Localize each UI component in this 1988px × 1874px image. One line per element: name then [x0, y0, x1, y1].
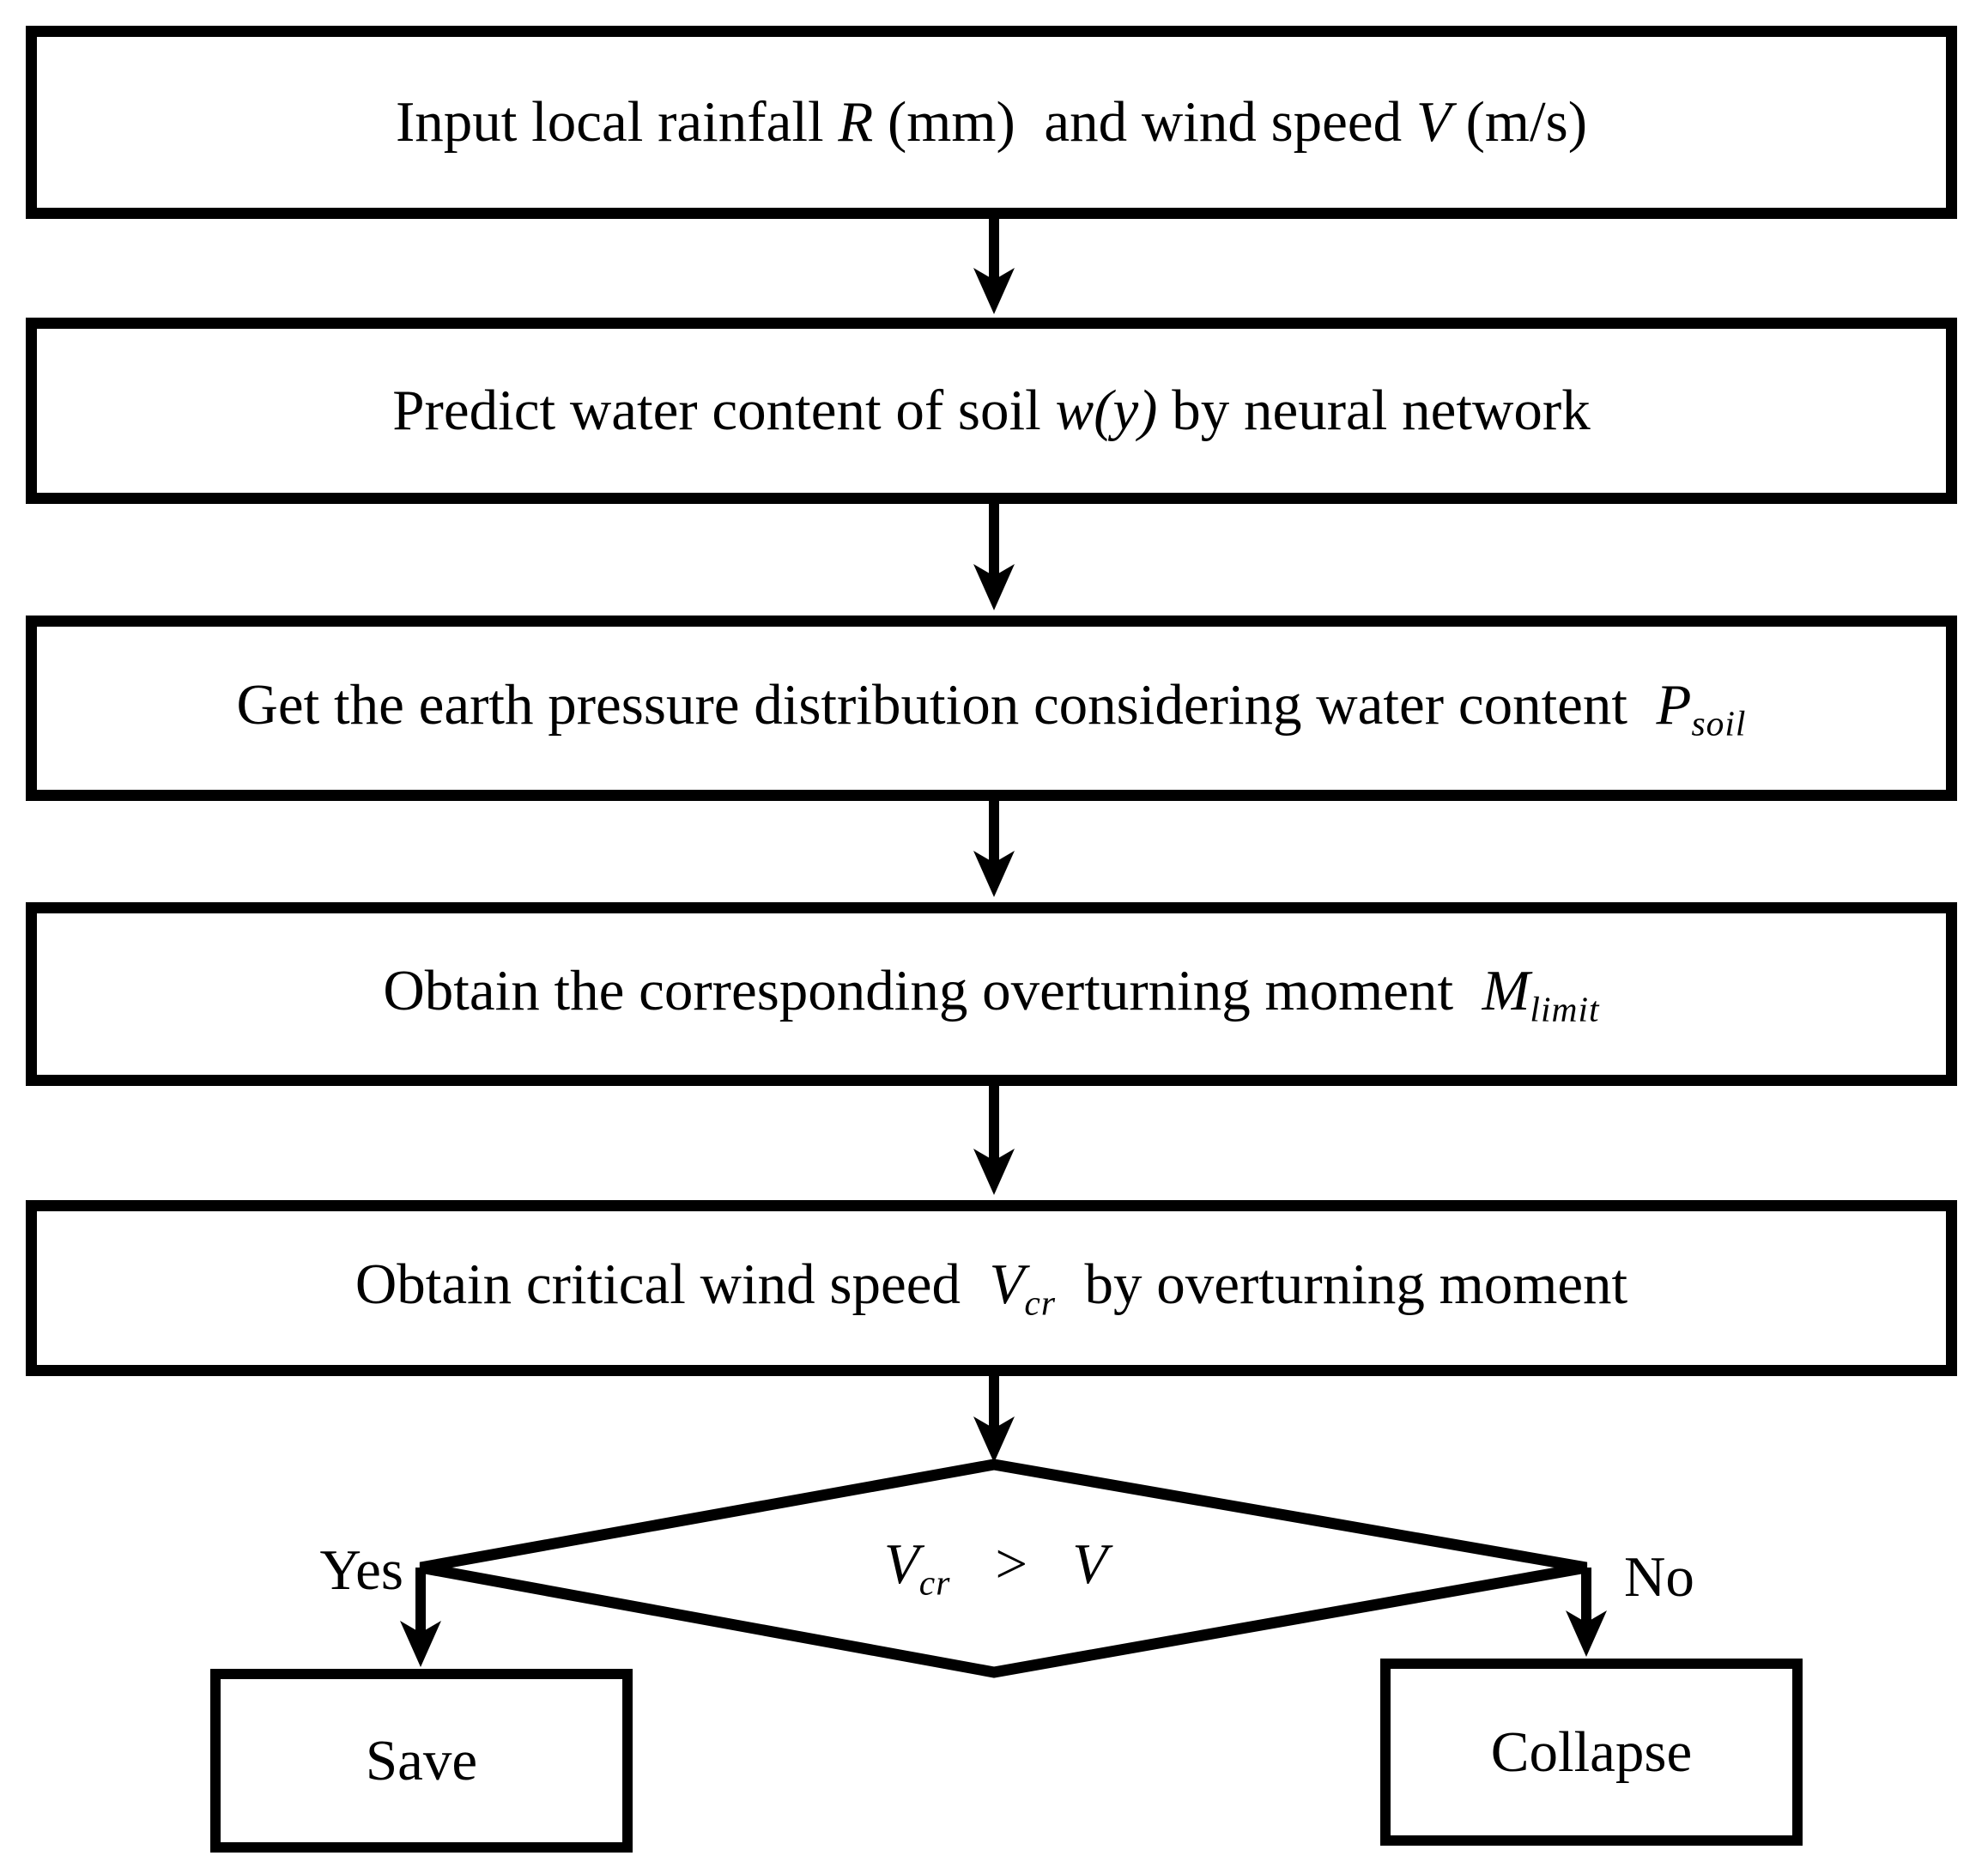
- terminal-collapse-text: Collapse: [1490, 1719, 1693, 1784]
- process-box-critical-wind-speed: Obtain critical wind speed Vcr by overtu…: [26, 1200, 1957, 1376]
- box-text: Get the earth pressure distribution cons…: [236, 672, 1747, 743]
- flow-arrow-1: [973, 217, 1015, 314]
- process-box-predict-water-content: Predict water content of soil w(y) by ne…: [26, 318, 1957, 504]
- box-text: Obtain critical wind speed Vcr by overtu…: [355, 1252, 1628, 1323]
- terminal-box-save: Save: [210, 1669, 633, 1853]
- flow-arrow-2: [973, 502, 1015, 610]
- terminal-save-text: Save: [365, 1728, 478, 1792]
- process-box-earth-pressure: Get the earth pressure distribution cons…: [26, 616, 1957, 801]
- process-box-input-rainfall-wind: Input local rainfall R (mm) and wind spe…: [26, 26, 1957, 219]
- flow-arrow-4: [973, 1084, 1015, 1195]
- decision-label: Vcr>V: [601, 1513, 1391, 1622]
- terminal-box-collapse: Collapse: [1380, 1659, 1803, 1846]
- flow-arrow-5: [973, 1374, 1015, 1463]
- process-box-overturning-moment: Obtain the corresponding overturning mom…: [26, 902, 1957, 1086]
- decision-diamond: [419, 1459, 1588, 1678]
- yes-arrow: [400, 1568, 441, 1667]
- no-label: No: [1624, 1545, 1694, 1609]
- no-arrow: [1566, 1568, 1607, 1657]
- decision-text: Vcr>V: [883, 1532, 1108, 1603]
- yes-label: Yes: [319, 1538, 404, 1602]
- flow-arrow-3: [973, 799, 1015, 897]
- box-text: Input local rainfall R (mm) and wind spe…: [395, 89, 1588, 154]
- box-text: Predict water content of soil w(y) by ne…: [392, 378, 1591, 442]
- box-text: Obtain the corresponding overturning mom…: [383, 958, 1600, 1029]
